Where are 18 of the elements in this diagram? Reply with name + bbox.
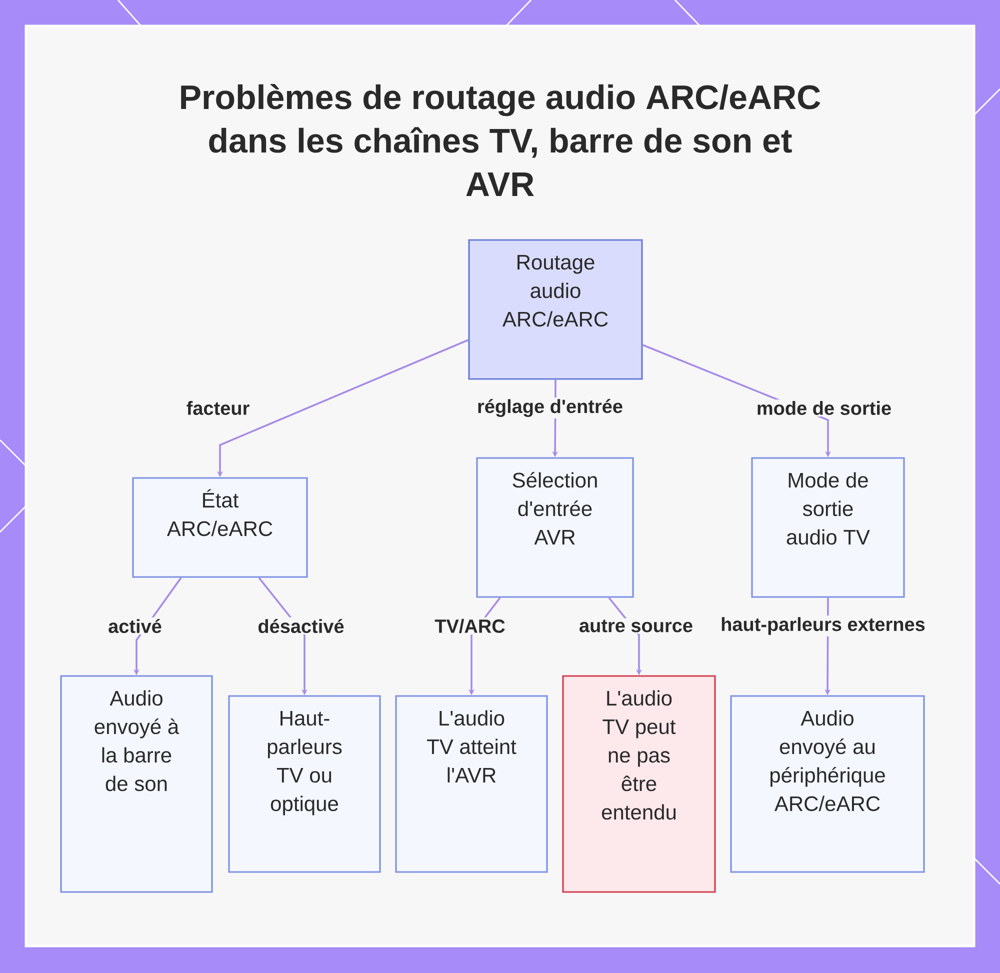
edge-label: activé <box>106 617 164 635</box>
branch-box: Mode de sortie audio TV <box>751 457 905 598</box>
branch-box: Sélection d'entrée AVR <box>476 457 634 598</box>
edge-label: haut-parleurs externes <box>719 616 927 636</box>
edge-label: mode de sortie <box>754 400 894 416</box>
edge-label: autre source <box>577 618 695 634</box>
outcome-box: Audio envoyé à la barre de son <box>60 675 213 893</box>
branch-box: État ARC/eARC <box>132 477 308 578</box>
alert-box: L'audio TV peut ne pas être entendu <box>562 675 716 893</box>
edge-label: facteur <box>184 400 252 416</box>
edge-label: désactivé <box>256 617 346 635</box>
edge-label: TV/ARC <box>433 617 507 635</box>
outcome-box: Audio envoyé au périphérique ARC/eARC <box>730 695 925 873</box>
outcome-box: L'audio TV atteint l'AVR <box>395 695 548 873</box>
topic-box: Routage audio ARC/eARC <box>468 239 643 380</box>
edge-label: réglage d'entrée <box>476 398 625 418</box>
outcome-box: Haut-parleurs TV ou optique <box>228 695 381 873</box>
title: Problèmes de routage audio ARC/eARC dans les chaînes TV, barre de son et AVR <box>181 84 820 196</box>
